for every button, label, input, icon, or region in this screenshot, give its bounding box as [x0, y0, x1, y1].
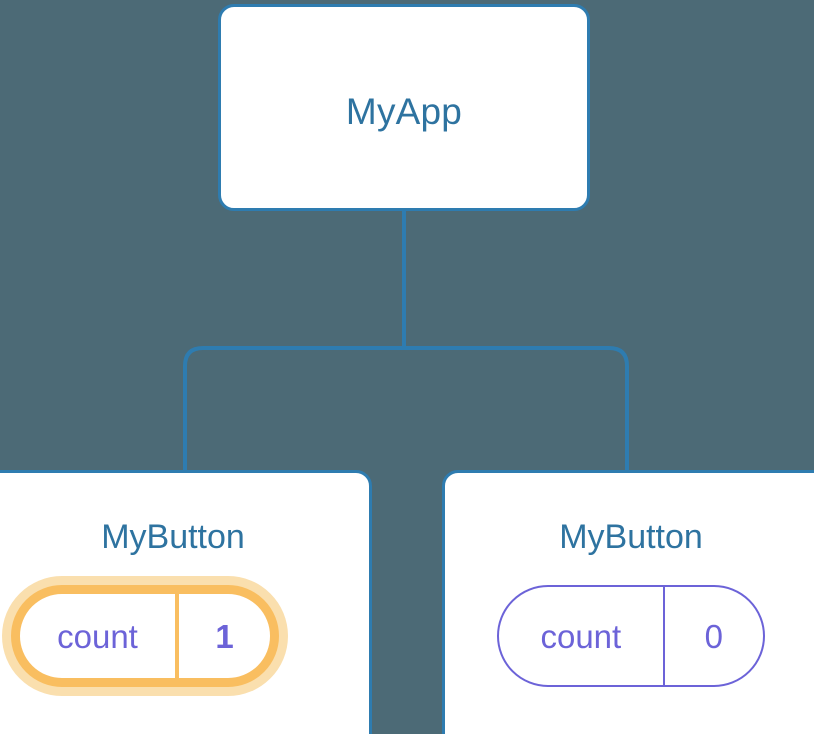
connector-branch-left	[183, 346, 404, 470]
connector-branch-right	[404, 346, 629, 470]
state-pill-plain[interactable]: count 0	[497, 585, 765, 687]
state-pill-wrapper-1: count 0	[497, 585, 765, 687]
root-node-title: MyApp	[345, 91, 463, 132]
state-label: count	[57, 617, 138, 655]
state-value: 1	[175, 594, 270, 678]
tree-node-mybutton-0[interactable]: MyButton count 1	[0, 470, 372, 734]
tree-node-root[interactable]: MyApp	[218, 4, 590, 211]
state-value: 0	[662, 587, 763, 685]
state-pill-highlighted[interactable]: count 1	[11, 585, 279, 687]
state-pill-wrapper-0: count 1	[11, 585, 279, 687]
state-label: count	[540, 617, 622, 655]
child-node-title: MyButton	[101, 518, 245, 556]
tree-node-mybutton-1[interactable]: MyButton count 0	[442, 470, 814, 734]
child-node-title: MyButton	[559, 518, 703, 556]
